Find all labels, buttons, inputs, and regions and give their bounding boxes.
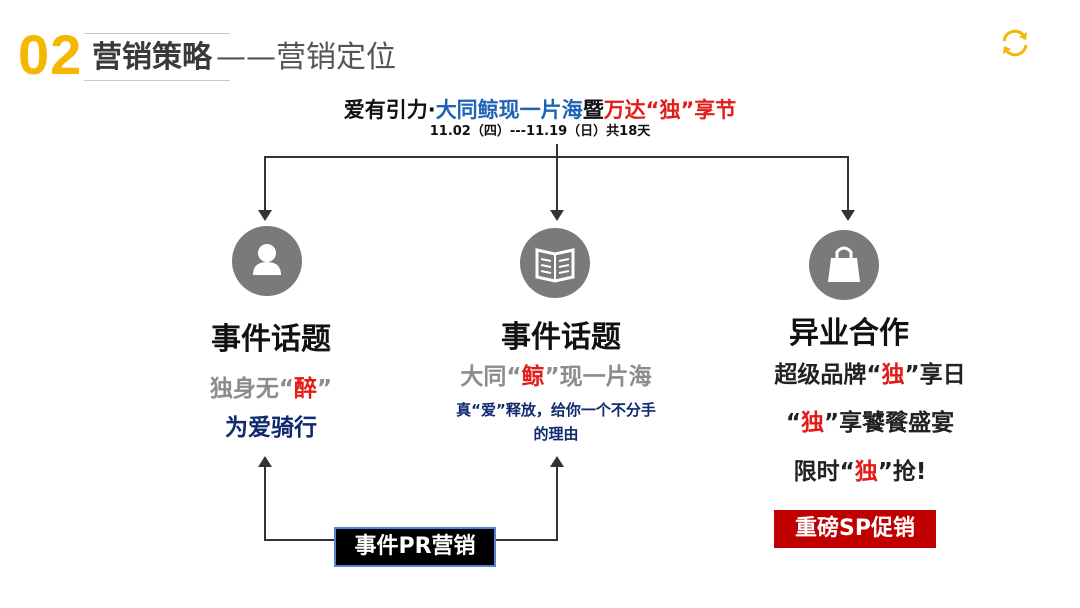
arrow-up-icon xyxy=(258,456,272,467)
sp-promotion-box: 重磅SP促销 xyxy=(774,510,936,548)
column-3-line-1-highlight: 独 xyxy=(881,362,905,388)
column-3-line-3-pre: 限时“ xyxy=(793,459,855,485)
connector-right xyxy=(847,156,849,214)
event-title: 爱有引力·大同鲸现一片海暨万达“独”享节 xyxy=(0,96,1080,124)
column-1-line-1: 独身无“醉” xyxy=(166,374,376,404)
column-2-line-1-post: ”现一片海 xyxy=(544,364,652,390)
refresh-icon[interactable] xyxy=(998,26,1032,60)
column-3-line-2-post: ”享饕餮盛宴 xyxy=(824,410,955,436)
connector-left xyxy=(264,156,266,214)
page-title: 营销策略 xyxy=(92,40,212,75)
event-title-part-4: 万达“独”享节 xyxy=(603,98,737,122)
header-title-frame xyxy=(84,33,230,81)
page-subtitle: ——营销定位 xyxy=(216,40,396,75)
bottom-connector-left xyxy=(264,466,266,540)
arrow-up-icon xyxy=(550,456,564,467)
section-number: 02 xyxy=(18,23,83,86)
arrow-down-icon xyxy=(550,210,564,221)
column-2-line-1-pre: 大同“ xyxy=(460,364,522,390)
column-3-line-1: 超级品牌“独”享日 xyxy=(730,360,1010,390)
column-1-line-1-pre: 独身无“ xyxy=(209,376,294,402)
shopping-bag-icon xyxy=(809,230,879,300)
column-1-line-1-highlight: 醉 xyxy=(294,376,317,402)
column-2-line-1-highlight: 鲸 xyxy=(521,364,545,390)
column-1-heading: 事件话题 xyxy=(211,322,331,357)
column-3-line-2-pre: “ xyxy=(785,410,801,436)
arrow-down-icon xyxy=(258,210,272,221)
column-3-line-3-highlight: 独 xyxy=(854,459,878,485)
event-title-part-2: 大同鲸现一片海 xyxy=(435,98,583,122)
column-3-line-2-highlight: 独 xyxy=(801,410,824,436)
book-icon xyxy=(520,228,590,298)
column-3-line-3: 限时“独”抢! xyxy=(730,457,990,487)
event-title-part-3: 暨 xyxy=(582,98,604,122)
column-1-line-2: 为爱骑行 xyxy=(225,415,317,441)
column-2-heading: 事件话题 xyxy=(501,320,621,355)
column-3-line-1-post: ”享日 xyxy=(904,362,966,388)
arrow-down-icon xyxy=(841,210,855,221)
column-3-heading: 异业合作 xyxy=(789,316,909,351)
pr-marketing-box: 事件PR营销 xyxy=(334,527,496,567)
event-dates: 11.02（四）---11.19（日）共18天 xyxy=(429,124,651,139)
column-3-line-3-post: ”抢! xyxy=(877,459,927,485)
column-2-line-1: 大同“鲸”现一片海 xyxy=(406,362,706,392)
column-3-line-1-pre: 超级品牌“ xyxy=(774,362,882,388)
column-1-line-1-post: ” xyxy=(317,376,333,402)
event-title-part-1: 爱有引力· xyxy=(343,98,436,122)
person-icon xyxy=(232,226,302,296)
connector-middle xyxy=(556,144,558,214)
column-2-line-2: 真“爱”释放，给你一个不分手 xyxy=(456,401,656,419)
bottom-connector-right xyxy=(556,466,558,540)
column-3-line-2: “独”享饕餮盛宴 xyxy=(730,408,1010,438)
column-2-line-3: 的理由 xyxy=(533,425,579,443)
